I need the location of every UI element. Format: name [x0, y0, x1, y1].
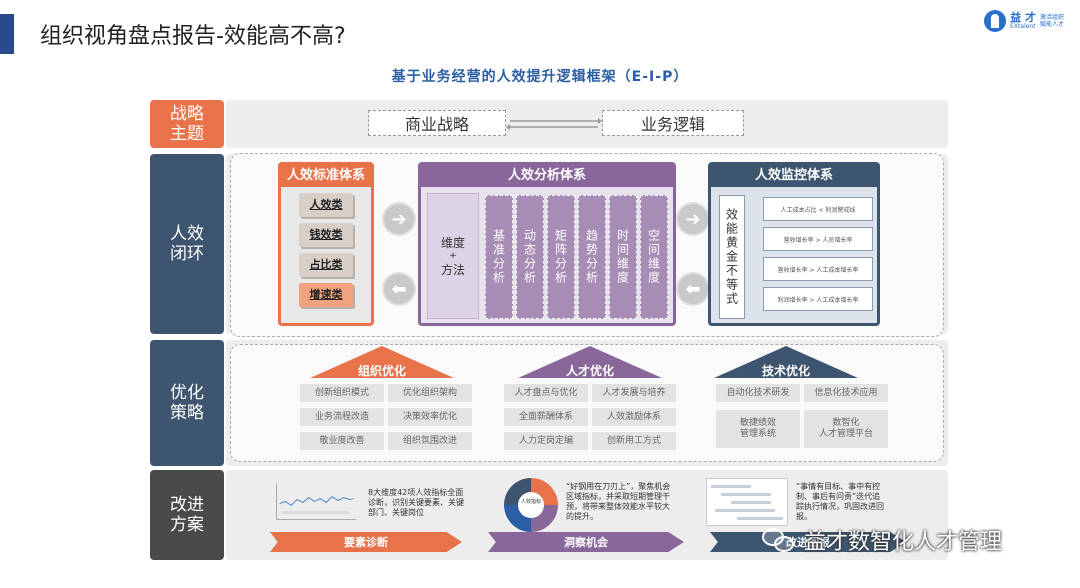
opt-cell: 敬业度改善	[300, 432, 384, 450]
analysis-title: 人效分析体系	[421, 165, 673, 187]
brand-logo: 益 才 EXtalent 激活组织 赋能人才	[984, 10, 1064, 32]
ribbon-diagnosis: 要素诊断	[270, 532, 462, 552]
opt-cell: 敏捷绩效 管理系统	[716, 410, 800, 448]
opt-cell: 组织氛围改进	[388, 432, 472, 450]
strategy-business-box: 商业战略	[368, 110, 506, 136]
analysis-column: 基准分析	[485, 195, 513, 319]
analysis-column: 时间维度	[609, 195, 637, 319]
opt-cell: 自动化技术研发	[716, 384, 800, 402]
arrow-right-icon: ➔	[382, 202, 416, 236]
logo-sub1: 激活组织	[1039, 13, 1064, 21]
arrow-left-icon: ⬅	[676, 272, 710, 306]
diagram-title: 基于业务经营的人效提升逻辑框架（E-I-P）	[391, 69, 689, 85]
opt-cell: 决策效率优化	[388, 408, 472, 426]
opt-cell: 信息化技术应用	[804, 384, 888, 402]
opt-cell: 人力定岗定编	[504, 432, 588, 450]
analysis-column: 趋势分析	[578, 195, 606, 319]
row-label-improve: 改进 方案	[150, 470, 224, 560]
org-title: 组织优化	[357, 364, 406, 378]
double-arrow-icon	[506, 118, 602, 130]
analysis-column: 矩阵分析	[547, 195, 575, 319]
row-label-strategy: 战略 主题	[150, 100, 224, 148]
analysis-panel: 人效分析体系 维度 + 方法 基准分析 动态分析 矩阵分析 趋势分析 时间维度 …	[418, 162, 676, 326]
row-label-optimize: 优化 策略	[150, 340, 224, 466]
dim-line1: 维度	[440, 236, 465, 250]
watermark-text: 益才数智化人才管理	[804, 530, 1003, 555]
page-title: 组织视角盘点报告-效能高不高?	[40, 24, 346, 49]
diagnosis-mini-chart	[276, 484, 356, 520]
title-accent-bar	[0, 14, 14, 54]
standard-panel: 人效标准体系 人效类 钱效类 占比类 增速类	[278, 162, 374, 326]
arrow-left-icon: ⬅	[382, 272, 416, 306]
monitor-title: 人效监控体系	[711, 165, 877, 187]
arrow-right-icon: ➔	[676, 202, 710, 236]
donut-label: 人效指标	[520, 499, 541, 505]
wechat-watermark: 益才数智化人才管理	[762, 524, 1002, 556]
analysis-column: 动态分析	[516, 195, 544, 319]
tech-title: 技术优化	[761, 364, 810, 378]
monitor-panel: 人效监控体系 效能黄金不等式 人工成本占比 < 利润警戒线 营收增长率 > 人员…	[708, 162, 880, 326]
monitor-vertical-label: 效能黄金不等式	[719, 195, 745, 319]
opt-cell: 人才盘点与优化	[504, 384, 588, 402]
standard-item: 增速类	[299, 283, 353, 307]
analysis-column: 空间维度	[640, 195, 668, 319]
org-triangle	[310, 346, 454, 378]
opt-cell: 创新用工方式	[592, 432, 676, 450]
row-label-loop: 人效 闭环	[150, 154, 224, 334]
standard-item: 钱效类	[299, 223, 353, 247]
talent-title: 人才优化	[565, 364, 614, 378]
standard-item: 占比类	[299, 253, 353, 277]
logo-sub2: 赋能人才	[1039, 21, 1064, 28]
tech-triangle	[714, 346, 858, 378]
opt-cell: 数智化 人才管理平台	[804, 410, 888, 448]
monitor-item: 人工成本占比 < 利润警戒线	[763, 197, 873, 221]
talent-triangle	[518, 346, 662, 378]
opt-cell: 优化组织架构	[388, 384, 472, 402]
opt-cell: 人才发展与培养	[592, 384, 676, 402]
dim-line2: 方法	[440, 263, 465, 277]
dim-plus: +	[449, 251, 457, 261]
opt-cell: 人效激励体系	[592, 408, 676, 426]
strategy-logic-box: 业务逻辑	[602, 110, 744, 136]
improve-gantt	[706, 478, 788, 526]
monitor-item: 营收增长率 > 人工成本增长率	[763, 257, 873, 281]
wechat-icon	[762, 526, 798, 554]
opt-cell: 创新组织模式	[300, 384, 384, 402]
ribbon-insight: 洞察机会	[488, 532, 684, 552]
insight-text: “好钢用在刀刃上”，聚焦机会区域指标，并采取短期管理干预，将带来整体效能水平较大…	[566, 482, 671, 521]
standard-item: 人效类	[299, 193, 353, 217]
monitor-item: 利润增长率 > 人工成本增长率	[763, 287, 873, 311]
monitor-item: 营收增长率 > 人员增长率	[763, 227, 873, 251]
analysis-dimension-box: 维度 + 方法	[427, 193, 479, 319]
return-text: “事情有目标、事中有控制、事后有问责”迭代追踪执行情况，巩固改进回报。	[796, 482, 884, 521]
insight-donut	[504, 478, 558, 532]
strategy-row-bg	[226, 100, 948, 148]
logo-latin-text: EXtalent	[1010, 22, 1036, 30]
diagnosis-text: 8大维度42项人效指标全面诊断，识别关键要素、关键部门、关键岗位	[368, 488, 464, 517]
standard-title: 人效标准体系	[281, 165, 371, 187]
opt-cell: 业务流程改造	[300, 408, 384, 426]
brand-logo-icon	[984, 10, 1007, 32]
opt-cell: 全面薪酬体系	[504, 408, 588, 426]
logo-main-text: 益 才	[1010, 10, 1036, 24]
ribbon-return: 改进回报	[710, 532, 906, 552]
